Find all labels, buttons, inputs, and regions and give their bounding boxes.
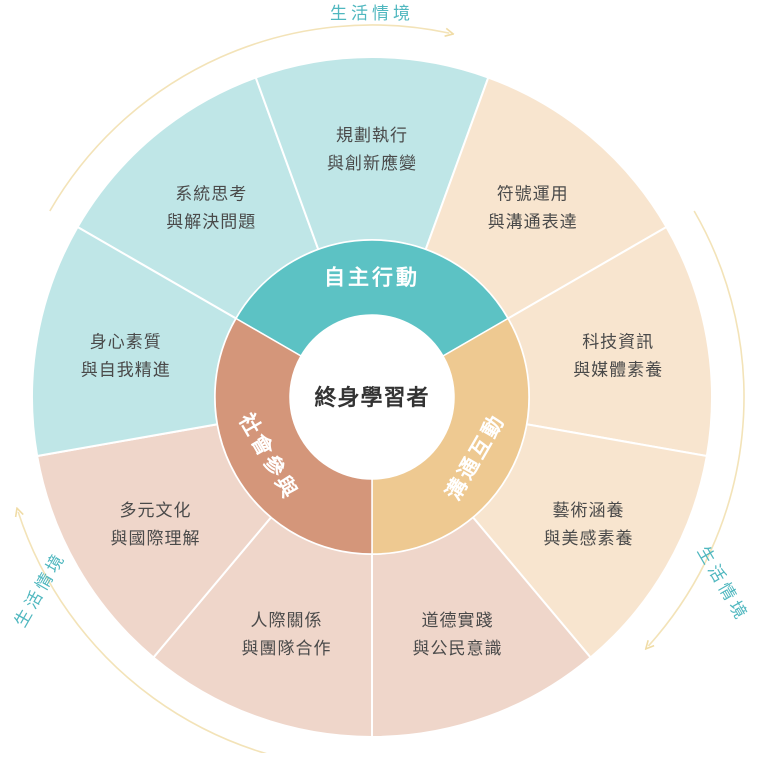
- slice-label-line2: 與公民意識: [413, 639, 503, 659]
- slice-label-line2: 與自我精進: [81, 361, 171, 381]
- slice-label-line1: 身心素質: [90, 333, 162, 353]
- context-arc: [648, 210, 745, 646]
- context-arc: [18, 512, 282, 757]
- slice-label-line2: 與解決問題: [166, 212, 256, 232]
- ring-segments: [214, 239, 530, 555]
- center-label: 終身學習者: [314, 385, 429, 411]
- slice-label-line2: 與溝通表達: [488, 212, 578, 232]
- slice-label-line1: 系統思考: [175, 184, 247, 204]
- context-label: 生活情境: [330, 4, 414, 24]
- outer-slices: [31, 56, 714, 739]
- slice-label-line1: 規劃執行: [336, 126, 408, 146]
- slice-label-line1: 藝術涵養: [553, 501, 625, 521]
- slice-label-line1: 多元文化: [119, 501, 191, 521]
- slice-label-line2: 與創新應變: [327, 153, 417, 174]
- slice-label-line1: 道德實踐: [422, 611, 494, 631]
- context-label: 生活情境: [11, 548, 70, 631]
- slice-label-line1: 人際關係: [250, 611, 322, 631]
- context-label: 生活情境: [693, 543, 752, 626]
- context-arc: [49, 24, 450, 212]
- slice-label-line2: 與媒體素養: [573, 361, 663, 381]
- slice-label-line2: 與團隊合作: [241, 639, 331, 659]
- context-arcs: [18, 24, 745, 757]
- slice-label-line2: 與美感素養: [544, 529, 634, 549]
- ring-label: 自主行動: [324, 266, 420, 290]
- center-circle: [290, 315, 454, 479]
- slice-label-line1: 符號運用: [497, 184, 569, 204]
- slice-label-line2: 與國際理解: [110, 529, 200, 549]
- slice-label-line1: 科技資訊: [582, 333, 654, 353]
